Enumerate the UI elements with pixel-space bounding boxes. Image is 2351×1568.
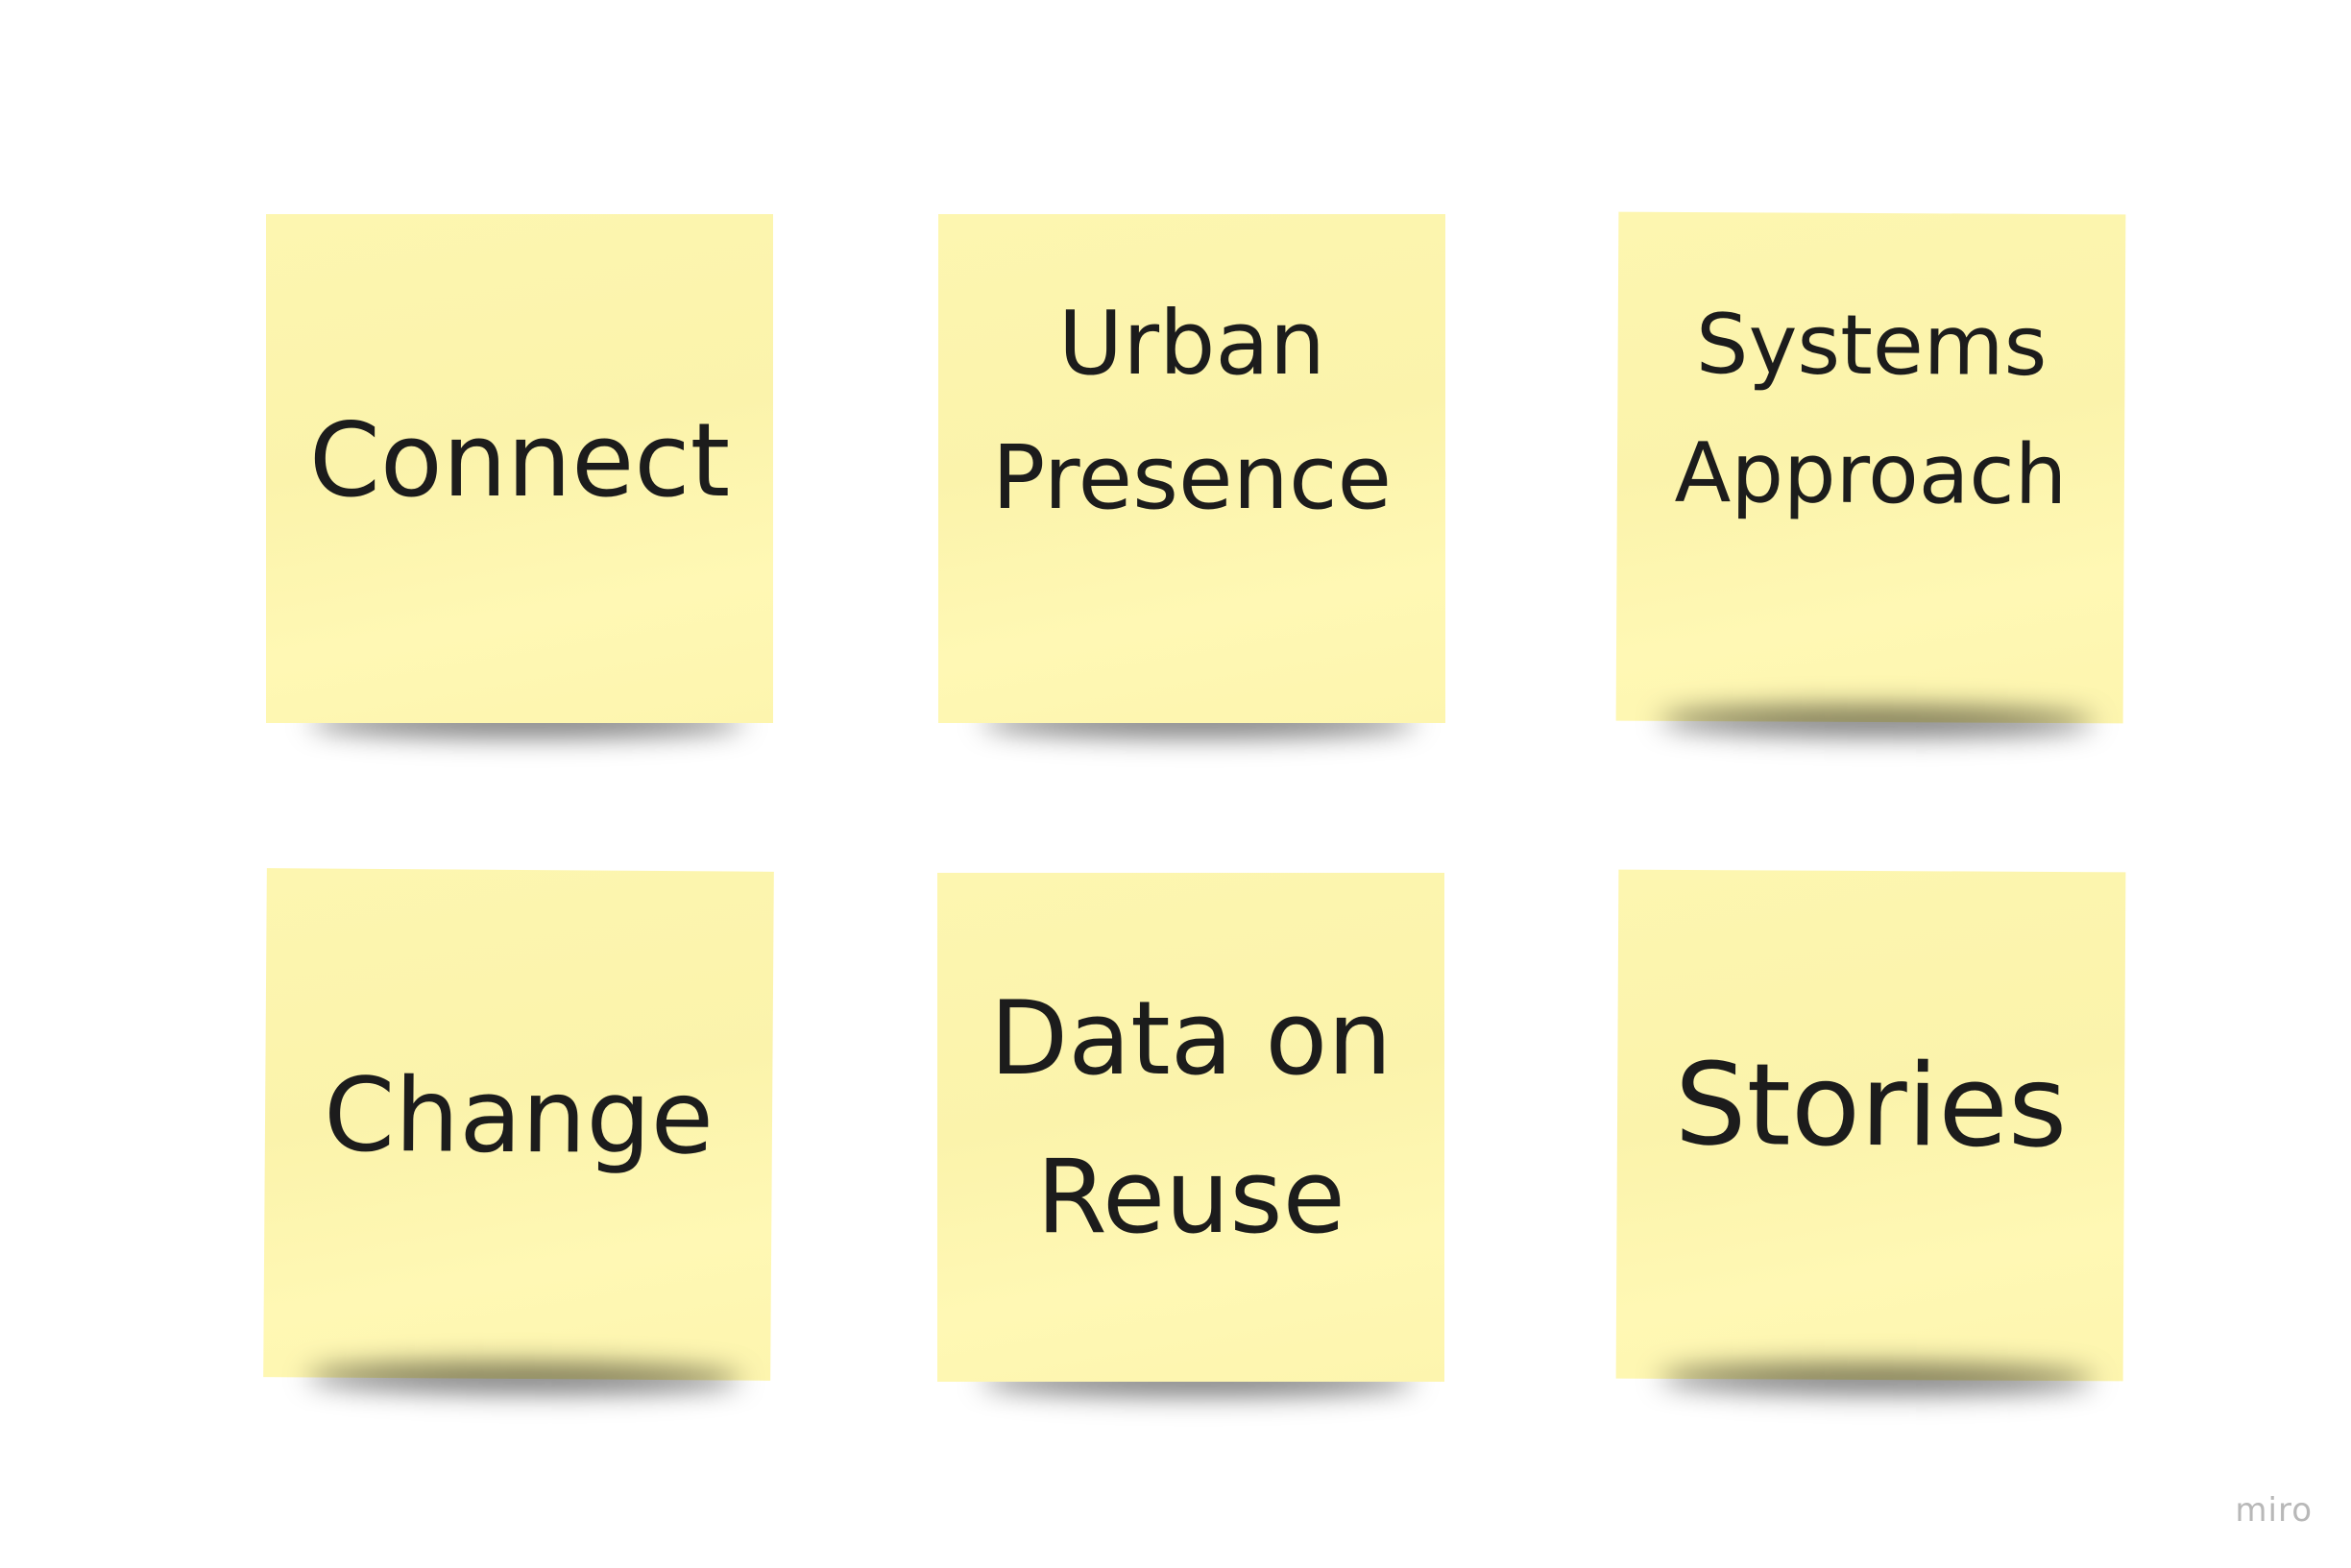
sticky-note-text: Stories [1674, 1038, 2068, 1173]
sticky-note-text: Systems Approach [1674, 297, 2068, 524]
sticky-note-text: Connect [308, 401, 731, 520]
sticky-note-data-on-reuse[interactable]: Data on Reuse [937, 873, 1444, 1382]
sticky-note-stories[interactable]: Stories [1615, 869, 2126, 1382]
sticky-note-text: Change [323, 1055, 715, 1177]
sticky-note-systems-approach[interactable]: Systems Approach [1615, 211, 2126, 724]
sticky-note-text: Urban Presence [991, 292, 1393, 529]
sticky-note-urban-presence[interactable]: Urban Presence [938, 214, 1445, 723]
sticky-note-change[interactable]: Change [263, 868, 774, 1381]
sticky-note-connect[interactable]: Connect [266, 214, 773, 723]
sticky-note-text: Data on Reuse [989, 979, 1393, 1256]
miro-logo: miro [2235, 1491, 2313, 1530]
